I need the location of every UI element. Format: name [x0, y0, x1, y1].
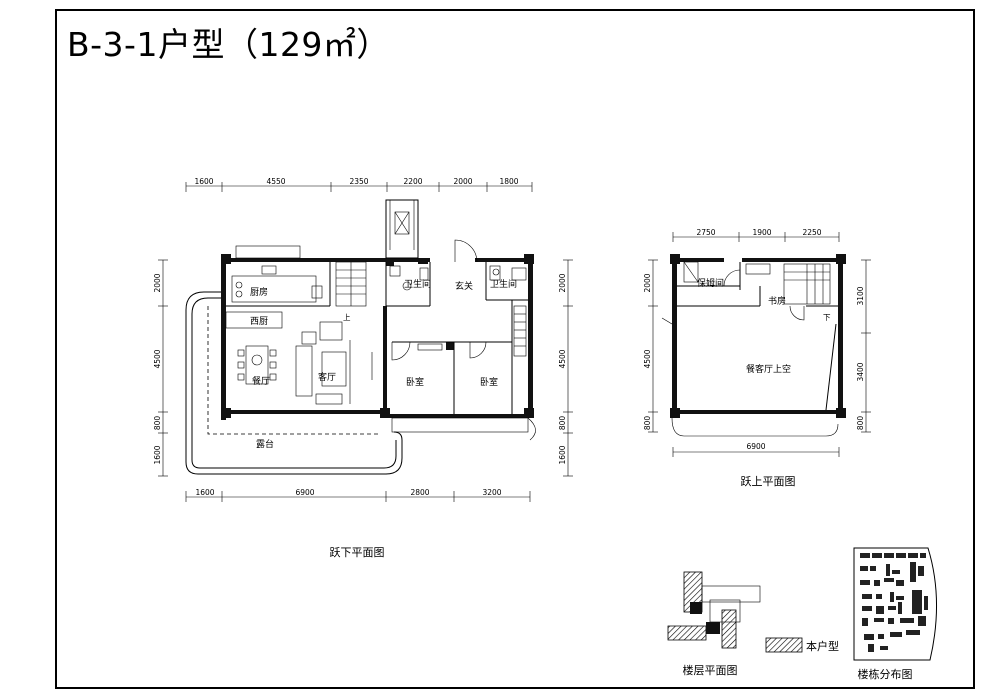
terrace-outline	[185, 291, 403, 475]
room-label-western-kitchen: 西厨	[250, 316, 268, 327]
room-label-void: 餐客厅上空	[746, 363, 791, 375]
dining-table	[245, 345, 269, 385]
dim-label: 800	[643, 416, 652, 431]
room-label-living: 客厅	[318, 371, 336, 383]
dim-label: 1900	[752, 228, 771, 237]
lower-right-dimension-chain: 2000 4500 800 1600	[558, 259, 573, 477]
lower-top-dimension-chain: 1600 4550 2350 2200 2000 1800	[185, 177, 533, 192]
dim-label: 1600	[194, 177, 213, 186]
dim-label: 2000	[453, 177, 472, 186]
dim-label: 2000	[643, 273, 652, 292]
dim-label: 3400	[856, 362, 865, 381]
dim-label: 4500	[643, 349, 652, 368]
room-label-bedroom-a: 卧室	[406, 376, 424, 388]
lower-floor-caption: 跃下平面图	[330, 545, 385, 559]
wall	[221, 258, 226, 420]
lower-stairs	[335, 261, 367, 307]
lower-floor-plan: 1600 4550 2350 2200 2000 1800 1600 6900 …	[153, 177, 573, 559]
dim-label: 2000	[153, 273, 162, 292]
wall	[221, 258, 385, 262]
stair-direction-label: 下	[823, 313, 831, 322]
dim-label: 2250	[802, 228, 821, 237]
sofa	[295, 345, 313, 397]
page-title: B-3-1户型（129㎡）	[67, 25, 390, 64]
dim-label: 6900	[295, 488, 314, 497]
room-label-maid-room: 保姆间	[697, 277, 724, 289]
shaft	[385, 199, 419, 259]
site-plan: 楼栋分布图	[853, 547, 938, 681]
legend: 本户型	[765, 637, 839, 653]
upper-floor-caption: 跃上平面图	[741, 474, 796, 488]
dim-label: 3200	[482, 488, 501, 497]
room-label-dining: 餐厅	[252, 375, 270, 387]
room-label-foyer: 玄关	[455, 280, 473, 292]
floor-key-caption: 楼层平面图	[683, 663, 738, 677]
dim-label: 800	[153, 416, 162, 431]
upper-top-dimension-chain: 2750 1900 2250	[672, 228, 840, 242]
dim-label: 4500	[153, 349, 162, 368]
dim-label: 3100	[856, 286, 865, 305]
floor-key-plan: 楼层平面图	[667, 571, 761, 677]
wardrobe	[513, 305, 527, 357]
dim-label: 1600	[558, 445, 567, 464]
dim-label: 1600	[195, 488, 214, 497]
room-label-terrace: 露台	[256, 438, 274, 450]
dim-label: 2000	[558, 273, 567, 292]
upper-right-dimension-chain: 3100 3400 800	[856, 259, 871, 433]
drawing-frame	[55, 9, 975, 689]
dim-label: 800	[856, 416, 865, 431]
legend-swatch	[765, 637, 803, 653]
upper-bottom-dimension-chain: 6900	[672, 442, 840, 457]
upper-left-dimension-chain: 2000 4500 800	[643, 259, 658, 433]
room-label-study: 书房	[768, 295, 786, 307]
kitchen-counter	[231, 275, 317, 303]
dim-label: 2800	[410, 488, 429, 497]
dim-label: 4550	[266, 177, 285, 186]
dim-label: 1600	[153, 445, 162, 464]
dim-label: 2350	[349, 177, 368, 186]
dim-label: 800	[558, 416, 567, 431]
dim-label: 1800	[499, 177, 518, 186]
upper-floor-plan: 2750 1900 2250 6900 2000 4500 800	[643, 228, 871, 488]
site-plan-caption: 楼栋分布图	[858, 667, 913, 681]
lower-bottom-dimension-chain: 1600 6900 2800 3200	[185, 488, 531, 502]
dim-label: 4500	[558, 349, 567, 368]
stair-direction-label: 上	[343, 313, 351, 322]
upper-stairs	[783, 263, 831, 305]
room-label-kitchen: 厨房	[250, 286, 268, 298]
entry-door	[454, 239, 478, 263]
dim-label: 2200	[403, 177, 422, 186]
legend-label: 本户型	[806, 639, 839, 653]
lower-left-dimension-chain: 2000 4500 800 1600	[153, 259, 168, 477]
room-label-bathroom-b: 卫生间	[490, 278, 517, 290]
room-label-bedroom-b: 卧室	[480, 376, 498, 388]
dim-label: 2750	[696, 228, 715, 237]
dim-label: 6900	[746, 442, 765, 451]
island-counter	[225, 311, 283, 329]
room-label-bathroom-a: 卫生间	[404, 278, 431, 290]
